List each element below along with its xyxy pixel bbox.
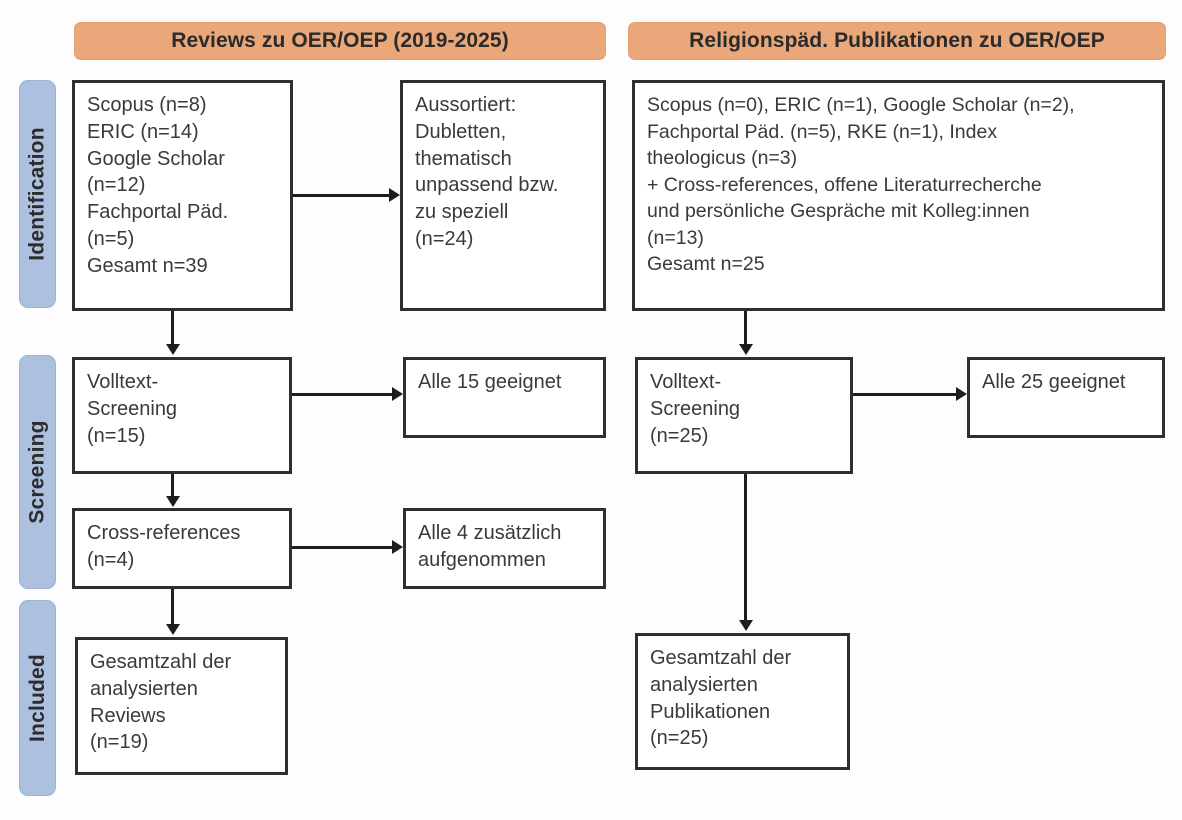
stage-label-identification-text: Identification bbox=[25, 127, 49, 261]
node-right-fulltext-screening: Volltext- Screening (n=25) bbox=[635, 357, 853, 474]
stage-label-included: Included bbox=[19, 600, 56, 796]
node-left-identification: Scopus (n=8) ERIC (n=14) Google Scholar … bbox=[72, 80, 293, 311]
column-header-right: Religionspäd. Publikationen zu OER/OEP bbox=[628, 22, 1166, 60]
arrowhead-right-identification-to-screening bbox=[739, 344, 753, 355]
node-left-crossreferences: Cross-references (n=4) bbox=[72, 508, 292, 589]
node-right-identification: Scopus (n=0), ERIC (n=1), Google Scholar… bbox=[632, 80, 1165, 311]
connector-right-screening-to-included bbox=[744, 474, 747, 622]
connector-right-screening-to-outcome bbox=[853, 393, 961, 396]
stage-label-included-text: Included bbox=[25, 654, 49, 742]
arrowhead-left-screening-to-crossreferences bbox=[166, 496, 180, 507]
arrowhead-left-crossreferences-to-included bbox=[166, 624, 180, 635]
connector-left-identification-to-excluded bbox=[293, 194, 394, 197]
arrowhead-left-screening-to-outcome bbox=[392, 387, 403, 401]
node-left-fulltext-screening: Volltext- Screening (n=15) bbox=[72, 357, 292, 474]
column-header-left: Reviews zu OER/OEP (2019-2025) bbox=[74, 22, 606, 60]
stage-label-screening-text: Screening bbox=[25, 420, 49, 524]
node-left-excluded: Aussortiert: Dubletten, thematisch unpas… bbox=[400, 80, 606, 311]
node-left-crossreferences-outcome: Alle 4 zusätzlich aufgenommen bbox=[403, 508, 606, 589]
stage-label-screening: Screening bbox=[19, 355, 56, 589]
node-left-included: Gesamtzahl der analysierten Reviews (n=1… bbox=[75, 637, 288, 775]
connector-right-identification-to-screening bbox=[744, 311, 747, 346]
connector-left-crossreferences-to-included bbox=[171, 589, 174, 627]
node-left-screening-outcome: Alle 15 geeignet bbox=[403, 357, 606, 438]
connector-left-screening-to-crossreferences bbox=[171, 474, 174, 498]
arrowhead-left-identification-to-excluded bbox=[389, 188, 400, 202]
connector-left-crossreferences-to-outcome bbox=[292, 546, 397, 549]
arrowhead-left-crossreferences-to-outcome bbox=[392, 540, 403, 554]
connector-left-screening-to-outcome bbox=[292, 393, 397, 396]
arrowhead-right-screening-to-outcome bbox=[956, 387, 967, 401]
node-right-screening-outcome: Alle 25 geeignet bbox=[967, 357, 1165, 438]
stage-label-identification: Identification bbox=[19, 80, 56, 308]
arrowhead-right-screening-to-included bbox=[739, 620, 753, 631]
arrowhead-left-identification-to-screening bbox=[166, 344, 180, 355]
connector-left-identification-to-screening bbox=[171, 311, 174, 346]
node-right-included: Gesamtzahl der analysierten Publikatione… bbox=[635, 633, 850, 770]
